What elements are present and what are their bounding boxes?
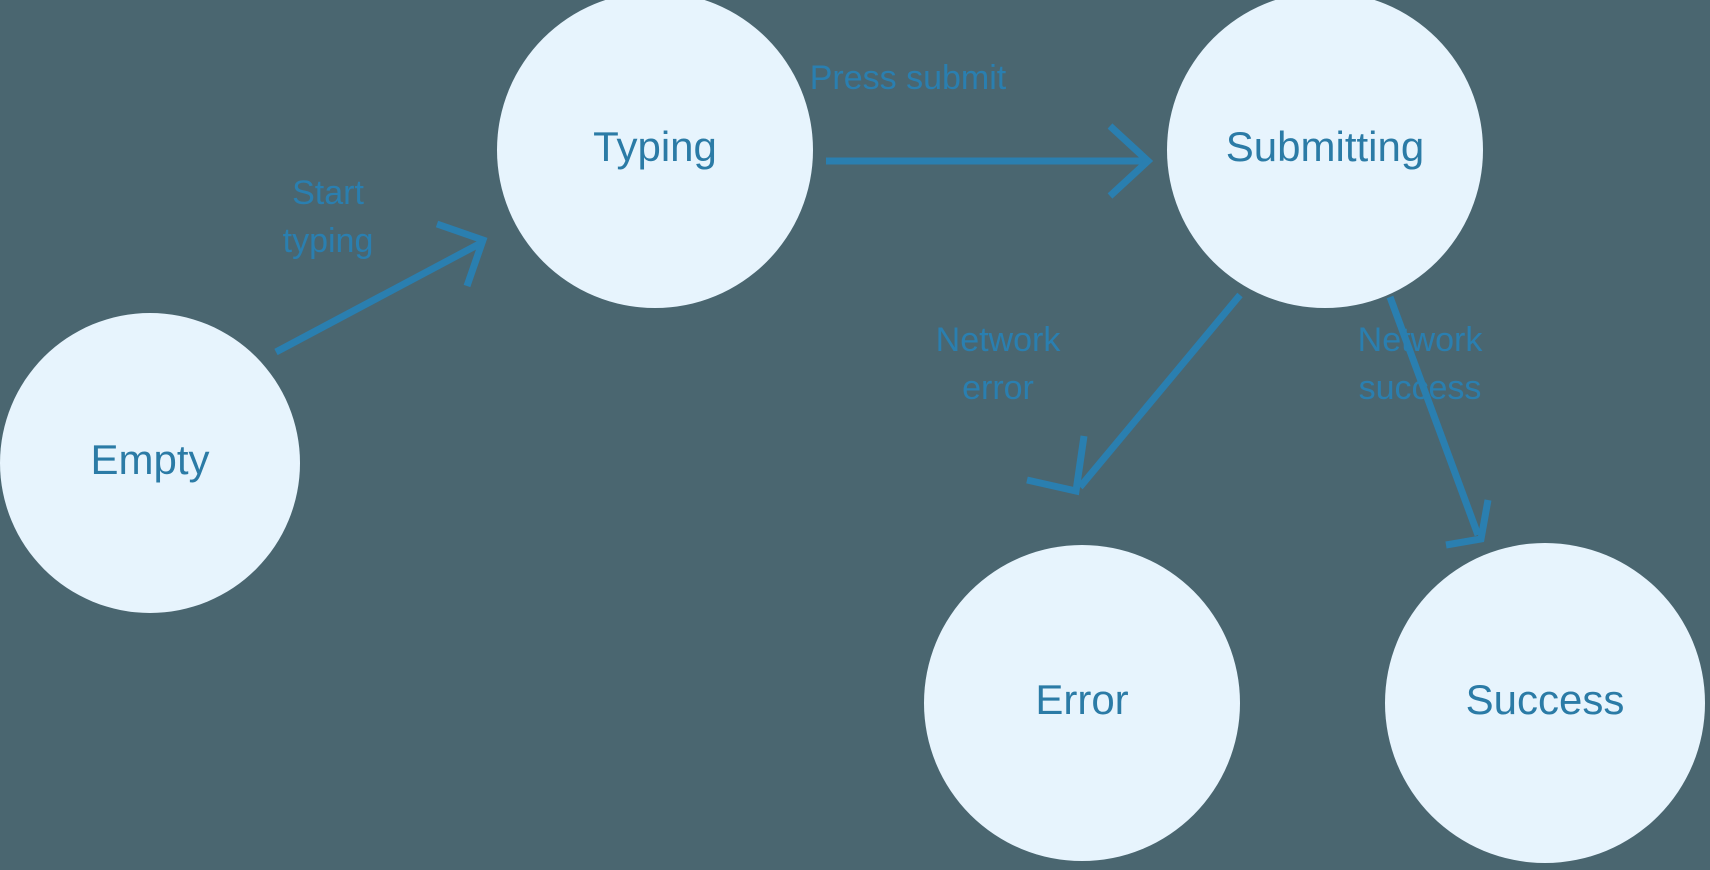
edge-label-press-submit-line-1: Press submit: [810, 59, 1007, 97]
node-typing-label: Typing: [593, 123, 717, 170]
edge-typing-to-submitting-arrowhead: [1107, 123, 1154, 199]
edge-empty-to-typing: [274, 220, 488, 356]
edge-label-start-typing-line-1: Start: [292, 174, 364, 212]
edge-submitting-to-error-arrowhead: [1026, 435, 1088, 496]
node-error-label: Error: [1035, 676, 1128, 723]
edge-label-network-success-line-1: Network: [1358, 321, 1484, 359]
node-typing-circle[interactable]: [497, 0, 813, 308]
edge-label-network-error-line-2: error: [962, 369, 1034, 407]
edge-empty-to-typing-arrowhead: [435, 220, 488, 288]
edge-label-press-submit: Press submit: [810, 59, 1007, 97]
node-typing[interactable]: Typing: [497, 0, 813, 308]
edge-label-network-success-line-2: success: [1359, 369, 1482, 407]
node-success-label: Success: [1466, 676, 1625, 723]
edge-label-start-typing: Start typing: [283, 174, 374, 260]
node-success-circle[interactable]: [1385, 543, 1705, 863]
edge-submitting-to-success-arrowhead: [1445, 499, 1492, 549]
node-error-circle[interactable]: [924, 545, 1240, 861]
edge-typing-to-submitting: [826, 123, 1154, 199]
edge-submitting-to-success: [1386, 295, 1492, 549]
node-empty-label: Empty: [90, 436, 209, 483]
node-error[interactable]: Error: [924, 545, 1240, 861]
edge-empty-to-typing-line: [274, 239, 483, 356]
edge-label-start-typing-line-2: typing: [283, 222, 374, 260]
edge-label-network-error-line-1: Network: [936, 321, 1062, 359]
edge-submitting-to-error: [1026, 292, 1243, 496]
node-submitting-circle[interactable]: [1167, 0, 1483, 308]
node-submitting-label: Submitting: [1226, 123, 1424, 170]
edge-submitting-to-success-line: [1386, 295, 1482, 537]
edge-submitting-to-error-line: [1077, 292, 1243, 490]
node-empty[interactable]: Empty: [0, 313, 300, 613]
edge-label-network-success: Network success: [1358, 321, 1484, 407]
node-empty-circle[interactable]: [0, 313, 300, 613]
edge-label-network-error: Network error: [936, 321, 1062, 407]
node-submitting[interactable]: Submitting: [1167, 0, 1483, 308]
node-success[interactable]: Success: [1385, 543, 1705, 863]
